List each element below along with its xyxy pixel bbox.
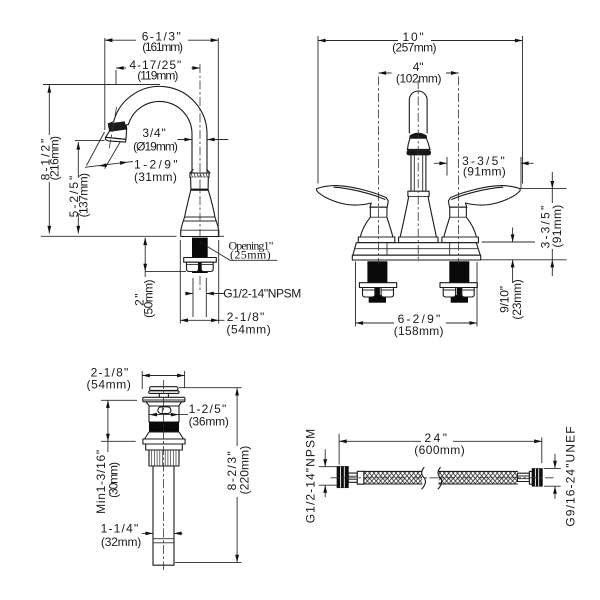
svg-text:1-2/5": 1-2/5": [189, 402, 228, 416]
svg-text:(257mm): (257mm): [392, 40, 436, 54]
svg-text:(600mm): (600mm): [414, 443, 465, 457]
svg-text:4": 4": [413, 60, 424, 74]
svg-text:(54mm): (54mm): [87, 378, 132, 392]
svg-text:(119mm): (119mm): [137, 68, 178, 82]
svg-text:2-1/8": 2-1/8": [91, 365, 130, 379]
svg-text:(23mm): (23mm): [510, 279, 524, 319]
svg-text:3/4": 3/4": [142, 126, 166, 140]
svg-text:1-1/4": 1-1/4": [101, 522, 140, 536]
svg-text:(25mm): (25mm): [230, 248, 271, 262]
svg-text:6-1/3": 6-1/3": [142, 30, 183, 44]
svg-text:(102mm): (102mm): [396, 72, 442, 86]
svg-text:(36mm): (36mm): [189, 414, 229, 428]
svg-text:(50mm): (50mm): [142, 280, 156, 318]
svg-text:1-2/9": 1-2/9": [134, 158, 180, 172]
svg-text:4-17/25": 4-17/25": [129, 58, 182, 72]
svg-text:10": 10": [402, 30, 425, 44]
svg-text:(158mm): (158mm): [394, 324, 444, 338]
svg-text:(220mm): (220mm): [237, 446, 251, 495]
svg-text:2": 2": [133, 292, 147, 306]
svg-text:(137mm): (137mm): [77, 173, 91, 217]
svg-text:(30mm): (30mm): [106, 462, 120, 498]
svg-text:5-2/5": 5-2/5": [67, 174, 81, 218]
svg-text:Opening1": Opening1": [229, 239, 274, 253]
svg-text:G1/2-14"NPSM: G1/2-14"NPSM: [223, 286, 301, 300]
svg-text:(54mm): (54mm): [226, 322, 271, 336]
svg-text:(31mm): (31mm): [134, 170, 177, 184]
svg-text:(161mm): (161mm): [142, 40, 183, 54]
svg-text:24": 24": [424, 431, 449, 445]
svg-text:8-2/3": 8-2/3": [225, 450, 239, 491]
svg-text:Min1-3/16": Min1-3/16": [94, 449, 108, 514]
svg-text:(216mm): (216mm): [47, 136, 61, 180]
svg-text:(32mm): (32mm): [101, 535, 141, 549]
svg-text:8-1/2": 8-1/2": [38, 137, 52, 181]
svg-text:(91mm): (91mm): [463, 165, 506, 179]
svg-text:G1/2-14"NPSM: G1/2-14"NPSM: [303, 428, 317, 524]
svg-text:G9/16-24"UNEF: G9/16-24"UNEF: [563, 425, 577, 526]
svg-text:(Ø19mm): (Ø19mm): [133, 140, 178, 154]
svg-text:3-3/5": 3-3/5": [538, 204, 552, 249]
svg-text:6-2/9": 6-2/9": [398, 312, 443, 326]
svg-text:(91mm): (91mm): [550, 204, 564, 247]
svg-text:9/10": 9/10": [497, 286, 511, 313]
svg-text:2-1/8": 2-1/8": [227, 310, 266, 324]
svg-text:3-3/5": 3-3/5": [462, 154, 507, 168]
